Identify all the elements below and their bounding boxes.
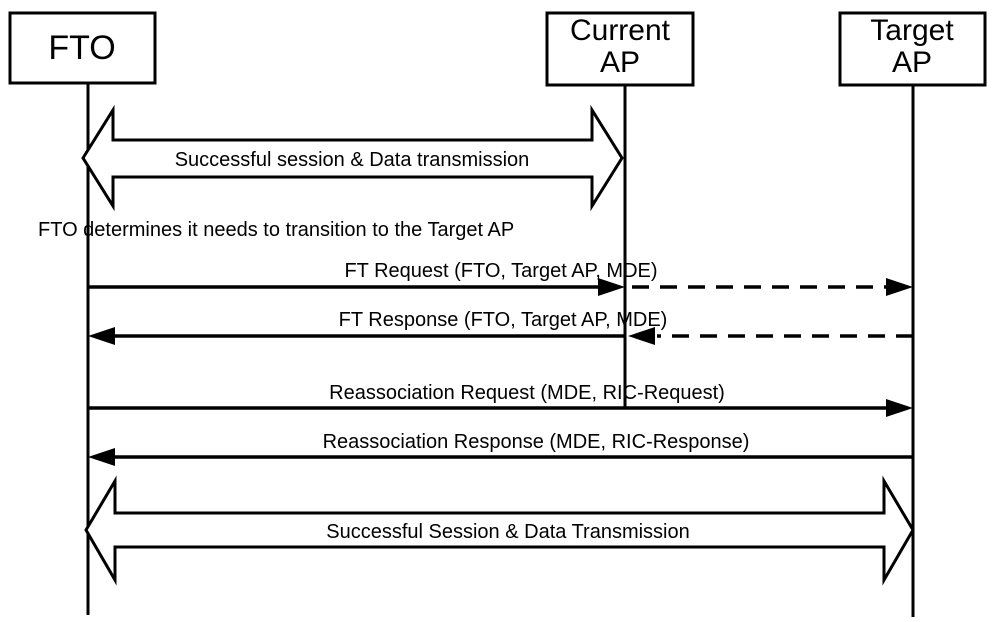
reassoc-response-label: Reassociation Response (MDE, RIC-Respons… xyxy=(323,431,750,453)
session-top-double-arrow xyxy=(81,104,624,212)
session-top-label: Successful session & Data transmission xyxy=(175,149,530,171)
current-ap-label-line2: AP xyxy=(600,46,640,79)
current-ap-label-line1: Current xyxy=(570,14,671,47)
fto-transition-note: FTO determines it needs to transition to… xyxy=(38,219,514,241)
ft-request-arrowhead-target xyxy=(886,278,913,296)
fto-box xyxy=(8,11,157,85)
reassoc-response-arrowhead-fto xyxy=(88,448,115,466)
ft-request-arrowhead-current xyxy=(598,278,625,296)
current-ap-box xyxy=(545,11,695,87)
reassoc-request-label: Reassociation Request (MDE, RIC-Request) xyxy=(329,382,725,404)
session-bottom-label: Successful Session & Data Transmission xyxy=(326,521,690,543)
fto-label: FTO xyxy=(48,29,115,67)
ft-response-arrowhead-current xyxy=(628,327,655,345)
target-ap-label-line1: Target xyxy=(870,14,954,47)
reassoc-request-arrowhead-target xyxy=(886,399,913,417)
ft-response-arrowhead-fto xyxy=(88,327,115,345)
target-ap-box xyxy=(838,11,987,87)
ft-response-label: FT Response (FTO, Target AP, MDE) xyxy=(339,309,668,331)
target-ap-label-line2: AP xyxy=(892,46,932,79)
session-bottom-double-arrow xyxy=(84,475,915,586)
ft-request-label: FT Request (FTO, Target AP, MDE) xyxy=(344,260,657,282)
